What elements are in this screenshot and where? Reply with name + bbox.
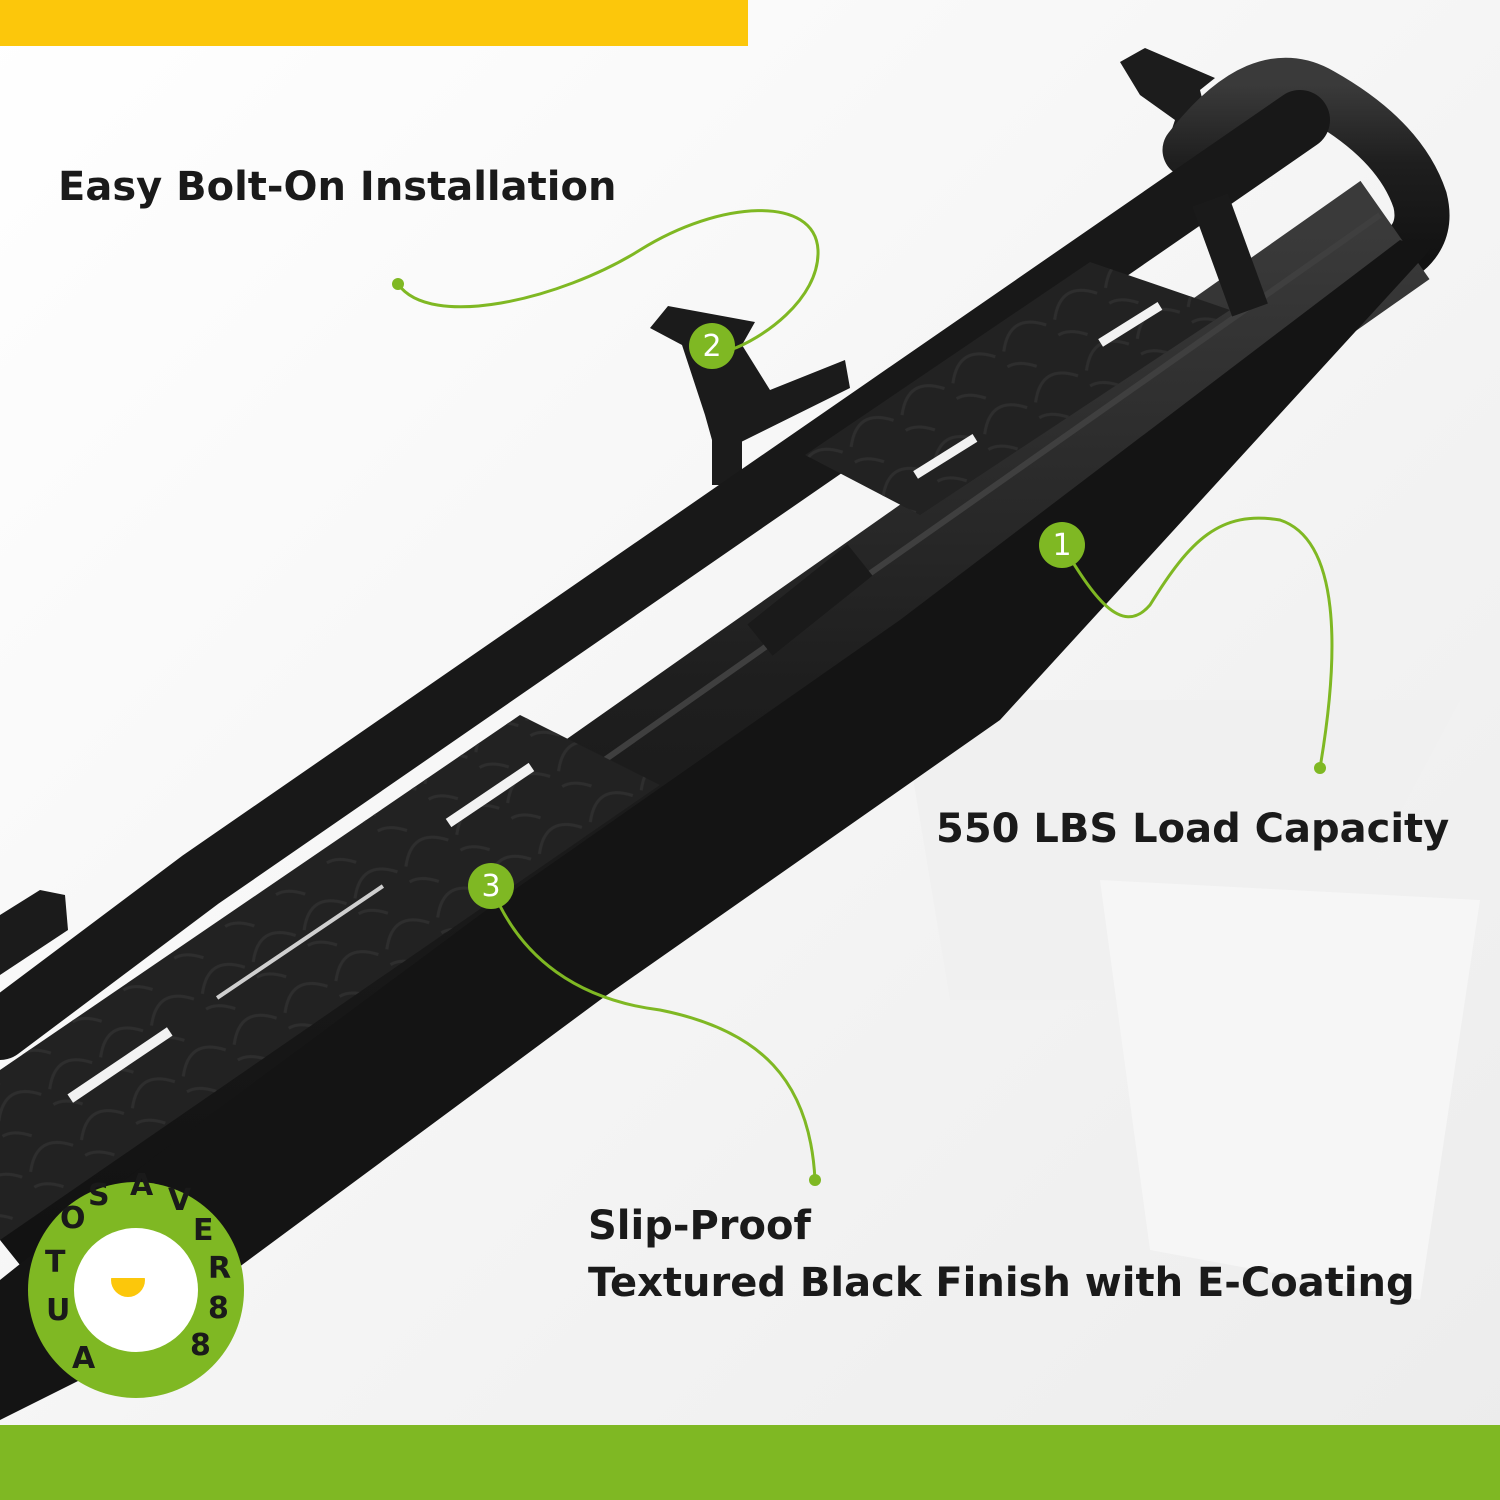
leader-dot-load: [1314, 762, 1326, 774]
bottom-accent-bar: [0, 1425, 1500, 1500]
logo-lettering: A U T O S A V E R 8 8: [45, 1168, 242, 1376]
finish-label-line1: Slip-Proof: [588, 1203, 811, 1249]
mounting-bracket-left: [0, 890, 68, 975]
leader-dot-install: [392, 278, 404, 290]
callout-marker-1: 1: [1039, 522, 1085, 568]
step-plate-lower: [0, 715, 660, 1240]
finish-label: Slip-Proof Textured Black Finish with E-…: [588, 1198, 1415, 1312]
callout-marker-2: 2: [689, 323, 735, 369]
autosaver88-logo: A U T O S A V E R 8 8: [28, 1168, 244, 1398]
leader-dot-finish: [809, 1174, 821, 1186]
finish-label-line2: Textured Black Finish with E-Coating: [588, 1260, 1415, 1306]
easy-install-label: Easy Bolt-On Installation: [58, 164, 617, 210]
callout-leader-lines: [396, 209, 1334, 1181]
load-capacity-label: 550 LBS Load Capacity: [936, 806, 1450, 852]
step-plate-upper: [805, 262, 1230, 515]
top-accent-bar: [0, 0, 748, 46]
callout-marker-3: 3: [468, 863, 514, 909]
